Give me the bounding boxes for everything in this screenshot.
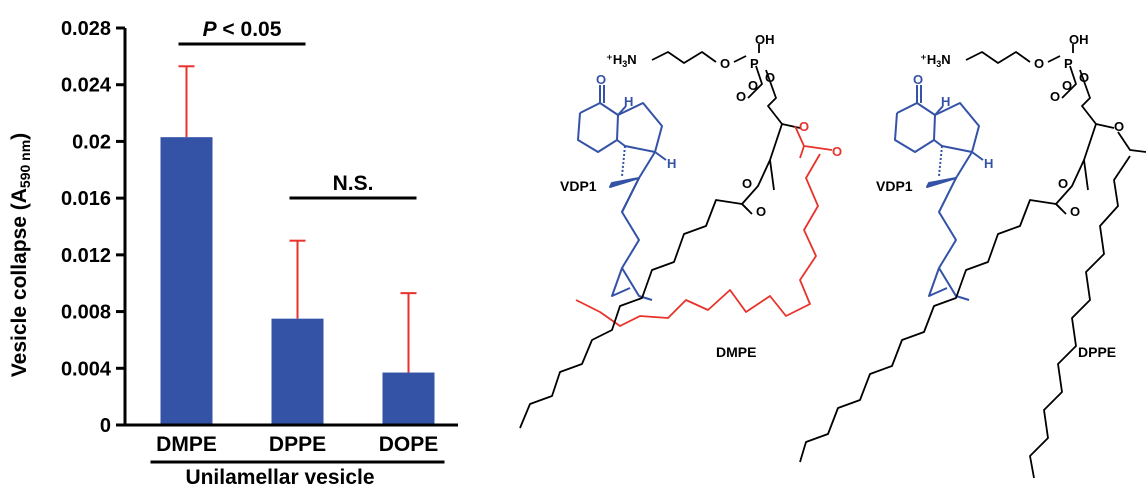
o-right-5: O [1114,119,1124,134]
dppe-headgroup [965,44,1146,215]
o-right-2: O [1079,70,1089,85]
dmpe-chain-red [575,125,833,327]
dmpe-chain-black [519,199,743,429]
vdp1-molecule-left [577,85,667,301]
dppe-label: DPPE [1078,344,1116,360]
structure-vdp1-dppe: O H H VDP1 ⁺H3N OH O P O O O O O O [799,32,1146,479]
significance-label: P < 0.05 [203,18,282,41]
bar-dmpe [160,137,213,426]
dmpe-label: DMPE [716,344,756,360]
vdp1-label-right: VDP1 [876,178,913,194]
o-carbonyl-right: O [1070,204,1080,219]
p-left: P [750,56,759,71]
o-right-4: O [1062,78,1072,93]
o-left-4: O [748,78,758,93]
y-tick-label: 0.024 [61,75,112,97]
dmpe-headgroup [651,44,801,215]
oh-left: OH [755,32,775,47]
y-tick-label: 0.012 [61,245,111,267]
y-tick-label: 0.02 [72,131,111,153]
vdp1-h-top-left: H [624,94,633,109]
x-axis: DMPE DPPE DOPE [124,423,458,464]
y-tick-label: 0.004 [61,358,112,380]
vdp1-h-bottom-right: H [984,156,993,171]
x-tick-label: DMPE [156,433,217,456]
dppe-chain-1 [799,199,1057,463]
vdp1-h-top-right: H [941,94,950,109]
y-tick-label: 0 [100,415,111,437]
o-left-3: O [736,89,746,104]
oh-right: OH [1069,32,1089,47]
vdp1-ketone-o-right: O [913,72,923,87]
bars [160,65,435,426]
amine-left: ⁺H3N [606,52,637,69]
significance-label: N.S. [333,172,374,195]
y-axis-title: Vesicle collapse (A590 nm) [8,133,33,377]
y-tick-label: 0.016 [61,188,111,210]
o-left-1: O [720,56,730,71]
o-right-3: O [1050,89,1060,104]
p-right: P [1064,56,1073,71]
o-left-2: O [765,70,775,85]
o-ester-left: O [742,176,752,191]
o-ester-right: O [1058,176,1068,191]
bar-dppe [271,318,324,425]
significance-annotations: P < 0.05N.S. [178,18,417,200]
x-tick-label: DPPE [269,433,326,456]
structure-vdp1-dmpe: O H H VDP1 ⁺H3N OH O P O O O O O O [519,32,842,429]
vdp1-ketone-o-left: O [596,72,606,87]
x-axis-title: Unilamellar vesicle [185,466,374,489]
y-tick-label: 0.028 [61,18,111,40]
o-red-left: O [799,119,809,134]
amine-right: ⁺H3N [920,52,951,69]
x-tick-label: DOPE [379,433,439,456]
o-red-carbonyl-left: O [832,144,842,159]
bar-dope [382,372,435,425]
o-carbonyl-left: O [756,204,766,219]
vdp1-label-left: VDP1 [560,178,597,194]
dppe-chain-2 [1029,155,1131,479]
o-right-1: O [1034,56,1044,71]
vdp1-h-bottom-left: H [667,156,676,171]
bar-chart: 0 0.004 0.008 0.012 0.016 0.02 0.024 0.028 DMPE… [8,18,458,489]
y-tick-label: 0.008 [61,302,111,324]
y-axis: 0 0.004 0.008 0.012 0.016 0.02 0.024 0.028 [61,18,127,437]
